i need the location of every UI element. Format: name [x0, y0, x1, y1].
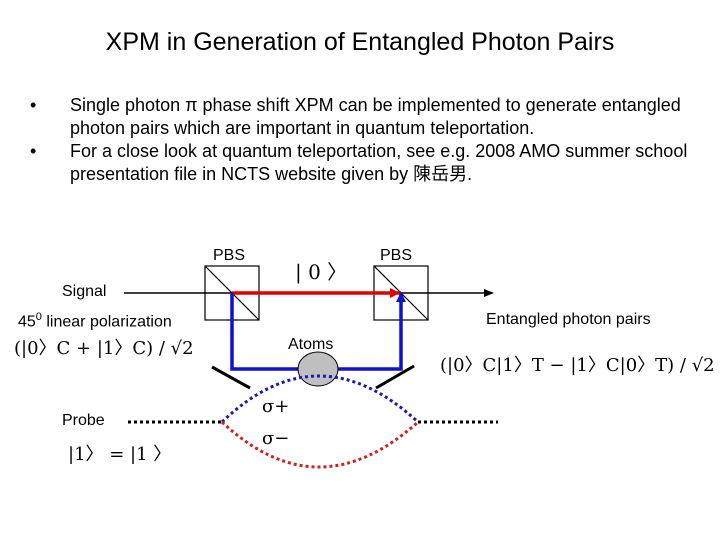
probe-state: |1〉 = |1 〉 [68, 444, 172, 465]
entangled-state: (|0〉C|1〉T − |1〉C|0〉T) / √2 [440, 355, 715, 376]
entangled-label: Entangled photon pairs [486, 311, 651, 328]
mirror-left [211, 365, 251, 390]
bullet-dot: • [30, 95, 37, 115]
atoms-cell [297, 351, 339, 387]
bullet-item: • Single photon π phase shift XPM can be… [30, 94, 700, 140]
mirror-right [375, 364, 415, 390]
blue-beam-arrow [396, 292, 406, 302]
polarization-degree: 0 [35, 311, 42, 323]
bullet-item: • For a close look at quantum teleportat… [30, 140, 700, 186]
signal-state: (|0〉C + |1〉C) / √2 [14, 338, 194, 359]
signal-label: Signal [62, 283, 107, 300]
probe-upper-arc [220, 374, 420, 424]
output-arrow [484, 289, 494, 297]
slide-title: XPM in Generation of Entangled Photon Pa… [105, 28, 615, 56]
bullet-text: For a close look at quantum teleportatio… [70, 141, 688, 184]
bullet-list: • Single photon π phase shift XPM can be… [30, 94, 700, 186]
bullet-text: Single photon π phase shift XPM can be i… [70, 95, 681, 138]
polarization-label: 450 linear polarization [18, 311, 172, 331]
atoms-label: Atoms [288, 336, 334, 353]
pbs-right-label: PBS [380, 247, 413, 264]
probe-lower-arc [220, 420, 420, 469]
pbs-left-label: PBS [213, 247, 246, 264]
zero-ket: | 0 〉 [295, 260, 348, 284]
probe-label: Probe [62, 412, 105, 429]
bullet-dot: • [30, 141, 37, 161]
polarization-text: linear polarization [41, 313, 172, 331]
sigma-plus: σ+ [262, 396, 290, 417]
sigma-minus: σ− [262, 428, 290, 449]
polarization-angle: 45 [18, 313, 36, 331]
signal-beam-arrow [390, 288, 400, 298]
